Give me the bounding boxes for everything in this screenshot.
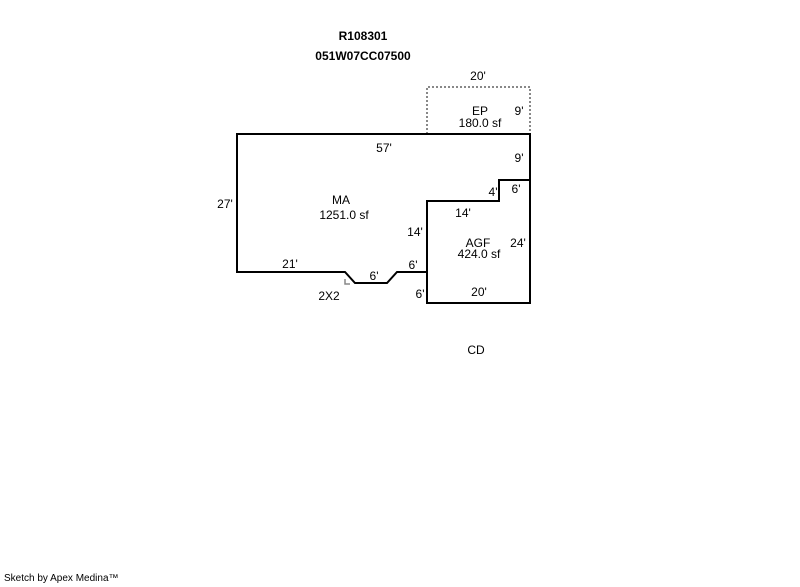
cd-label: CD (467, 343, 485, 357)
ep-area: 180.0 sf (459, 116, 502, 130)
dim-ma-bottom-left: 21' (282, 257, 298, 271)
dim-ma-bottom-right: 6' (409, 258, 418, 272)
ep-outline (426, 86, 531, 134)
dim-agf-bottom: 20' (471, 285, 487, 299)
map-tax-lot: 051W07CC07500 (315, 49, 411, 63)
sketch-credit: Sketch by Apex Medina™ (4, 573, 119, 584)
dim-ma-right-upper: 9' (515, 151, 524, 165)
dim-step-horizontal: 6' (512, 182, 521, 196)
dim-ma-left: 27' (217, 197, 233, 211)
parcel-id: R108301 (339, 29, 388, 43)
dim-agf-left-upper: 14' (407, 225, 423, 239)
agf-outline (426, 180, 531, 304)
dim-step-vertical: 4' (489, 185, 498, 199)
agf-code: AGF (466, 236, 491, 250)
dim-ma-top: 57' (376, 141, 392, 155)
agf-area: 424.0 sf (458, 247, 501, 261)
bay-label: 2X2 (318, 289, 340, 303)
dim-ep-right: 9' (515, 104, 524, 118)
dim-agf-right: 24' (510, 236, 526, 250)
dim-bay-bottom: 6' (370, 269, 379, 283)
ma-code: MA (332, 193, 350, 207)
dim-agf-left-lower: 6' (416, 287, 425, 301)
bay-marker (344, 279, 350, 285)
dim-ep-top: 20' (470, 69, 486, 83)
dim-agf-top: 14' (455, 206, 471, 220)
ep-code: EP (472, 104, 488, 118)
ma-area: 1251.0 sf (319, 208, 369, 222)
